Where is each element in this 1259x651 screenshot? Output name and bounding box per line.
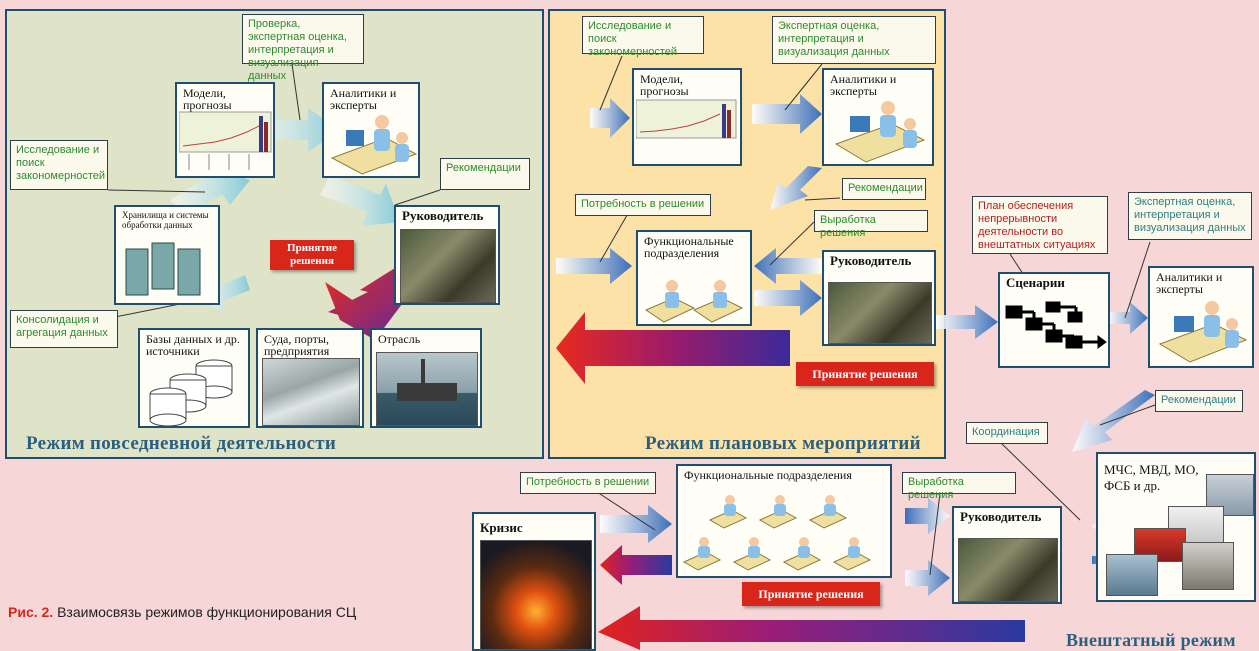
analyst-figure-icon — [330, 115, 418, 175]
daily-manager-title: Руководитель — [402, 208, 484, 223]
planned-callout-expert: Экспертная оценка, интерпретация и визуа… — [772, 16, 936, 64]
rescue-boat-photo — [1106, 554, 1158, 596]
emergency-crisis-box: Кризис — [472, 512, 596, 651]
daily-decision-text: Принятие решения — [287, 242, 337, 267]
daily-analysts-box: Аналитики и эксперты — [322, 82, 420, 178]
daily-industry-box: Отрасль — [370, 328, 482, 428]
planned-analysts-title: Аналитики и эксперты — [830, 72, 897, 98]
emergency-decision-label: Принятие решения — [742, 582, 880, 606]
workers-icon — [682, 495, 872, 571]
daily-mode-title: Режим повседневной деятельности — [26, 433, 337, 454]
daily-callout-check: Проверка, экспертная оценка, интерпретац… — [242, 14, 364, 82]
emergency-callout-expert: Экспертная оценка, интерпретация и визуа… — [1128, 192, 1252, 240]
database-icon — [149, 359, 233, 427]
flowchart-icon — [1005, 301, 1107, 349]
planned-callout-research: Исследование и поиск закономерностей — [582, 16, 704, 58]
planned-analysts-box: Аналитики и эксперты — [822, 68, 934, 166]
daily-ships-box: Суда, порты, предприятия — [256, 328, 364, 428]
daily-analysts-title: Аналитики и эксперты — [330, 86, 397, 112]
daily-callout-consolidate: Консолидация и агрегация данных — [10, 310, 118, 348]
emergency-decision-text: Принятие решения — [758, 587, 864, 601]
daily-industry-title: Отрасль — [378, 332, 421, 346]
callout-lines — [107, 55, 1156, 576]
caption-text: Взаимосвязь режимов функционирования СЦ — [57, 604, 357, 620]
daily-models-box: Модели, прогнозы — [175, 82, 275, 178]
daily-callout-recommend: Рекомендации — [440, 158, 530, 190]
emergency-callout-develop: Выработка решения — [902, 472, 1016, 501]
planned-manager-title: Руководитель — [830, 253, 912, 268]
emergency-callout-need: Потребность в решении — [520, 472, 656, 494]
control-room-photo — [828, 282, 932, 344]
emergency-callout-recommend: Рекомендации — [1155, 390, 1243, 412]
planned-units-box: Функциональные подразделения — [636, 230, 752, 326]
planned-models-box: Модели, прогнозы — [632, 68, 742, 166]
planned-callout-need: Потребность в решении — [575, 194, 711, 216]
figure-caption: Рис. 2. Взаимосвязь режимов функциониров… — [8, 604, 356, 620]
planned-decision-text: Принятие решения — [812, 367, 918, 381]
emergency-agencies-title: МЧС, МВД, МО, ФСБ и др. — [1104, 462, 1199, 493]
server-rack-icon — [125, 242, 201, 296]
planned-manager-box: Руководитель — [822, 250, 936, 346]
control-room-photo — [958, 538, 1058, 602]
emergency-scenarios-title: Сценарии — [1006, 275, 1065, 290]
emergency-mode-title: Внештатный режим — [1066, 630, 1236, 650]
police-car-photo — [1182, 542, 1234, 590]
daily-manager-box: Руководитель — [394, 205, 500, 305]
chart-thumbnail — [179, 111, 272, 170]
emergency-units-title: Функциональные подразделения — [684, 468, 852, 482]
workers-icon — [644, 280, 744, 323]
daily-models-title: Модели, прогнозы — [183, 86, 232, 112]
emergency-callout-coordination: Координация — [966, 422, 1048, 444]
planned-mode-title: Режим плановых мероприятий — [645, 433, 921, 454]
emergency-scenarios-box: Сценарии — [998, 272, 1110, 368]
analyst-figure-icon — [1158, 301, 1248, 363]
daily-storage-box: Хранилища и системы обработки данных — [114, 205, 220, 305]
caption-label: Рис. 2. — [8, 604, 54, 620]
planned-callout-recommend: Рекомендации — [842, 178, 926, 200]
planned-units-title: Функциональные подразделения — [644, 234, 734, 260]
emergency-manager-box: Руководитель — [952, 506, 1062, 604]
daily-decision-label: Принятие решения — [270, 240, 354, 270]
emergency-analysts-title: Аналитики и эксперты — [1156, 270, 1223, 296]
planned-models-title: Модели, прогнозы — [640, 72, 689, 98]
daily-databases-title: Базы данных и др. источники — [146, 332, 240, 358]
emergency-manager-title: Руководитель — [960, 509, 1042, 524]
daily-callout-research: Исследование и поиск закономерностей — [10, 140, 108, 190]
ship-fire-painting — [480, 540, 592, 650]
emergency-units-box: Функциональные подразделения — [676, 464, 892, 578]
daily-decision-arrow — [325, 275, 410, 340]
daily-ships-title: Суда, порты, предприятия — [264, 332, 330, 358]
analyst-figure-icon — [834, 101, 926, 163]
daily-storage-title: Хранилища и системы обработки данных — [122, 210, 209, 230]
fish-catch-photo — [262, 358, 360, 426]
chart-thumbnail — [636, 99, 737, 139]
planned-decision-label: Принятие решения — [796, 362, 934, 386]
planned-callout-develop: Выработка решения — [814, 210, 928, 239]
control-room-photo — [400, 229, 496, 303]
emergency-agencies-box: МЧС, МВД, МО, ФСБ и др. — [1096, 452, 1256, 602]
planned-arrows — [556, 94, 822, 384]
emergency-callout-plan: План обеспечения непрерывности деятельно… — [972, 196, 1108, 254]
emergency-analysts-box: Аналитики и эксперты — [1148, 266, 1254, 368]
daily-databases-box: Базы данных и др. источники — [138, 328, 250, 428]
emergency-crisis-title: Кризис — [480, 520, 523, 535]
fishing-vessel-photo — [376, 352, 478, 426]
